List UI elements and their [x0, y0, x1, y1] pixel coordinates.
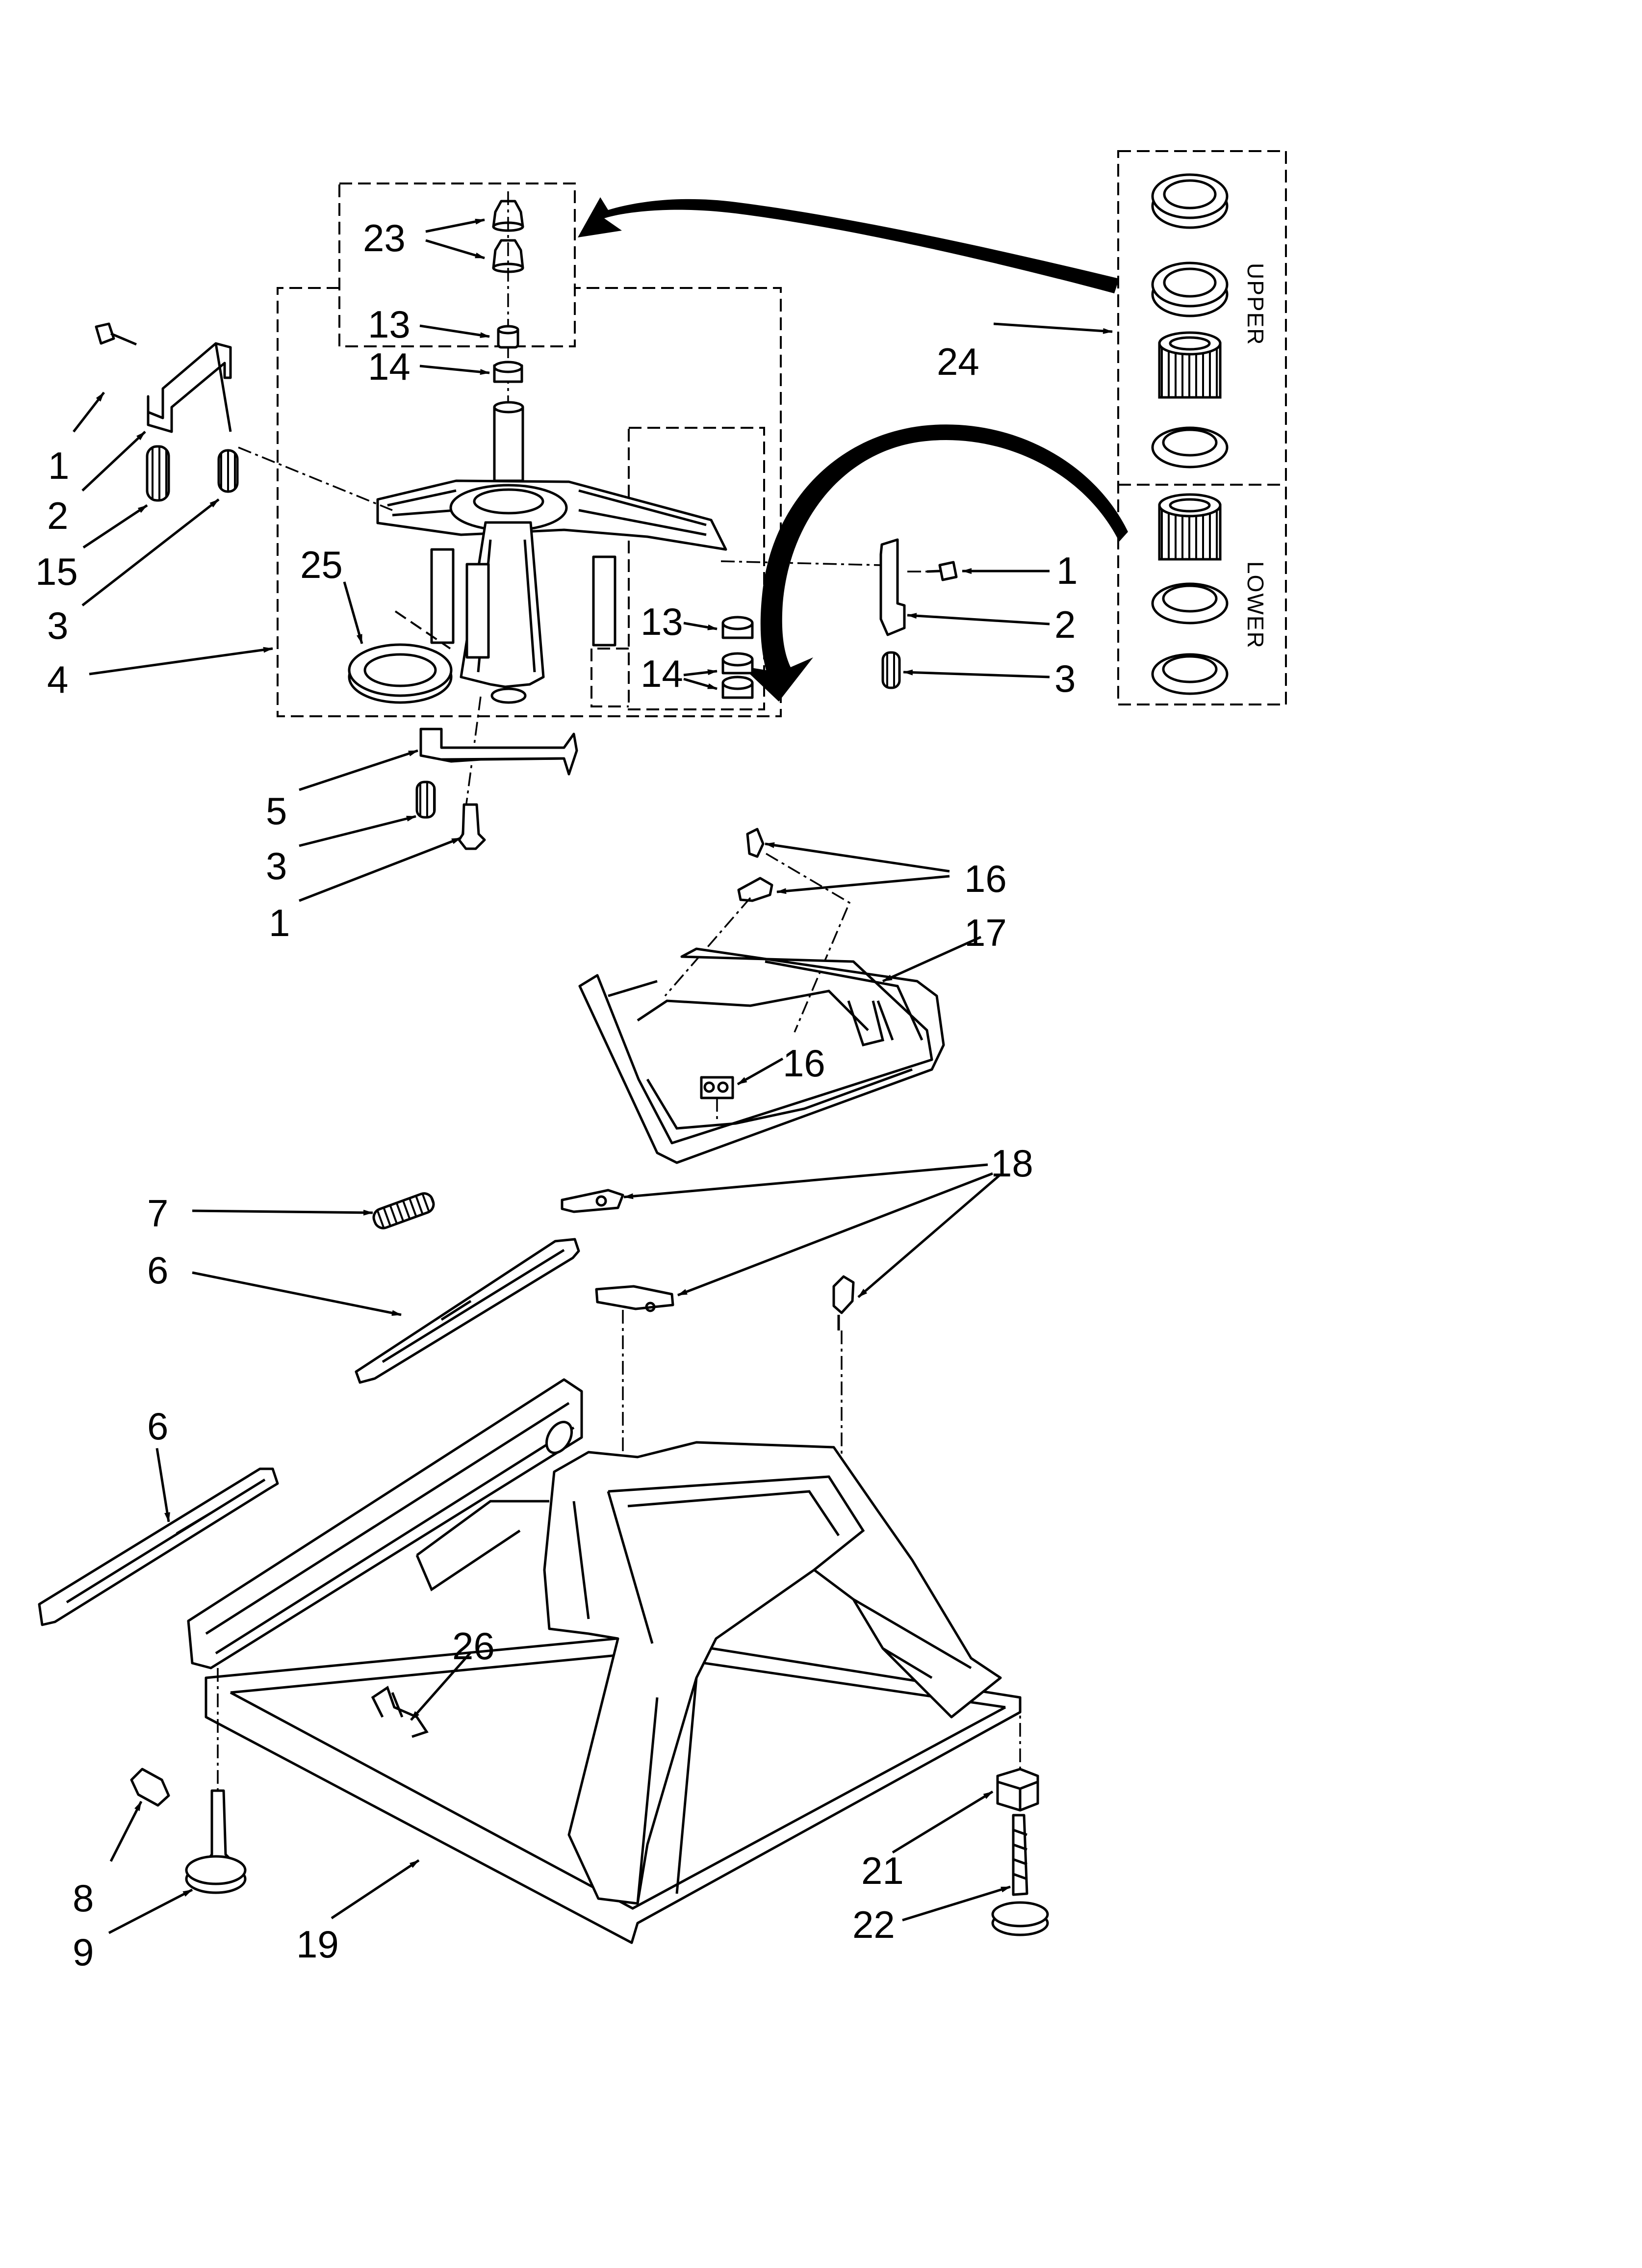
callout-5: 5 — [266, 789, 287, 833]
callout-labels: 23 13 14 24 1 2 15 3 25 4 13 14 1 2 3 5 … — [35, 216, 1078, 1974]
nut-21 — [996, 1768, 1039, 1812]
lower-bearing-box — [628, 427, 765, 710]
callout-1-left: 1 — [48, 444, 69, 487]
upper-bearing-parts — [492, 191, 524, 407]
callout-8: 8 — [73, 1877, 94, 1920]
right-bracket-group — [720, 538, 958, 689]
suspension-assembly — [376, 401, 727, 844]
upper-bearing-box — [338, 182, 576, 347]
callout-14-upper: 14 — [368, 345, 410, 388]
leveling-leg-22 — [1012, 1814, 1028, 1896]
spring-15 — [146, 445, 170, 502]
clip-16-top-a — [746, 828, 765, 858]
callout-1-right: 1 — [1056, 549, 1078, 592]
callout-18: 18 — [991, 1142, 1033, 1185]
callout-3-left: 3 — [47, 604, 68, 647]
leg-middle — [465, 563, 490, 659]
feet-and-hook — [130, 1668, 1049, 1936]
spring-3-left — [217, 449, 239, 493]
hook-26 — [371, 1686, 429, 1738]
spring-3-right — [881, 651, 901, 689]
lower-bearing-parts — [721, 616, 754, 699]
callout-3-right: 3 — [1054, 657, 1076, 700]
callout-1-bottom: 1 — [269, 901, 290, 944]
callout-16-middle: 16 — [783, 1042, 825, 1085]
callout-22: 22 — [852, 1903, 895, 1946]
inner-leader-box — [590, 648, 629, 707]
callout-4: 4 — [47, 658, 68, 701]
callout-23: 23 — [363, 216, 406, 260]
lower-transfer-arrow — [742, 424, 1128, 702]
base-side-rail — [187, 1378, 583, 1669]
leg-right — [592, 555, 616, 647]
upper-label: UPPER — [1243, 263, 1268, 345]
subframe-17 — [578, 947, 945, 1164]
spring-3-bottom — [415, 781, 436, 819]
callout-13-upper: 13 — [368, 303, 410, 346]
bolt-left — [95, 322, 115, 345]
center-post — [493, 406, 524, 482]
callout-2-left: 2 — [47, 494, 68, 537]
ring-25 — [348, 610, 453, 704]
spring-7 — [372, 1192, 435, 1229]
leg-left — [430, 548, 455, 644]
leader-lines — [73, 218, 1113, 1934]
callout-25: 25 — [300, 543, 343, 586]
callout-9: 9 — [73, 1930, 94, 1974]
left-bracket-group — [95, 322, 393, 511]
clip-18-right — [832, 1275, 855, 1314]
bolt-bottom — [458, 803, 486, 850]
bearing-kit-parts — [1151, 173, 1229, 695]
transfer-arrows — [578, 197, 1128, 702]
dashed-boxes — [277, 150, 1287, 717]
pin-8 — [130, 1768, 170, 1807]
subframe-group — [578, 828, 945, 1164]
callout-14-lower: 14 — [641, 652, 683, 695]
callout-26: 26 — [452, 1624, 495, 1668]
suspension-group-box — [277, 287, 782, 717]
callout-24: 24 — [937, 340, 979, 383]
clip-18-left — [561, 1189, 624, 1213]
clip-18-center — [595, 1285, 674, 1310]
callout-15: 15 — [35, 550, 78, 593]
bracket-left — [147, 342, 232, 433]
callout-19: 19 — [296, 1923, 339, 1966]
bearing-kit-box — [1117, 150, 1287, 705]
mid-parts — [38, 1189, 855, 1658]
callout-7: 7 — [147, 1192, 168, 1235]
bracket-5 — [419, 728, 578, 776]
clip-16-top-b — [737, 877, 773, 902]
box-labels: UPPER LOWER — [1243, 263, 1268, 649]
callout-6-lower: 6 — [147, 1405, 168, 1448]
callout-2-right: 2 — [1054, 603, 1076, 646]
callout-16-top: 16 — [964, 857, 1007, 900]
lower-label: LOWER — [1243, 561, 1268, 649]
callout-21: 21 — [861, 1849, 904, 1892]
bottom-bracket-group — [415, 728, 578, 850]
upper-transfer-arrow — [578, 197, 1119, 293]
callout-17: 17 — [964, 911, 1007, 954]
bracket-right — [879, 538, 906, 636]
bolt-right — [938, 561, 958, 581]
callout-6-upper: 6 — [147, 1249, 168, 1292]
callout-3-bottom: 3 — [266, 844, 287, 887]
callout-13-lower: 13 — [641, 600, 683, 643]
